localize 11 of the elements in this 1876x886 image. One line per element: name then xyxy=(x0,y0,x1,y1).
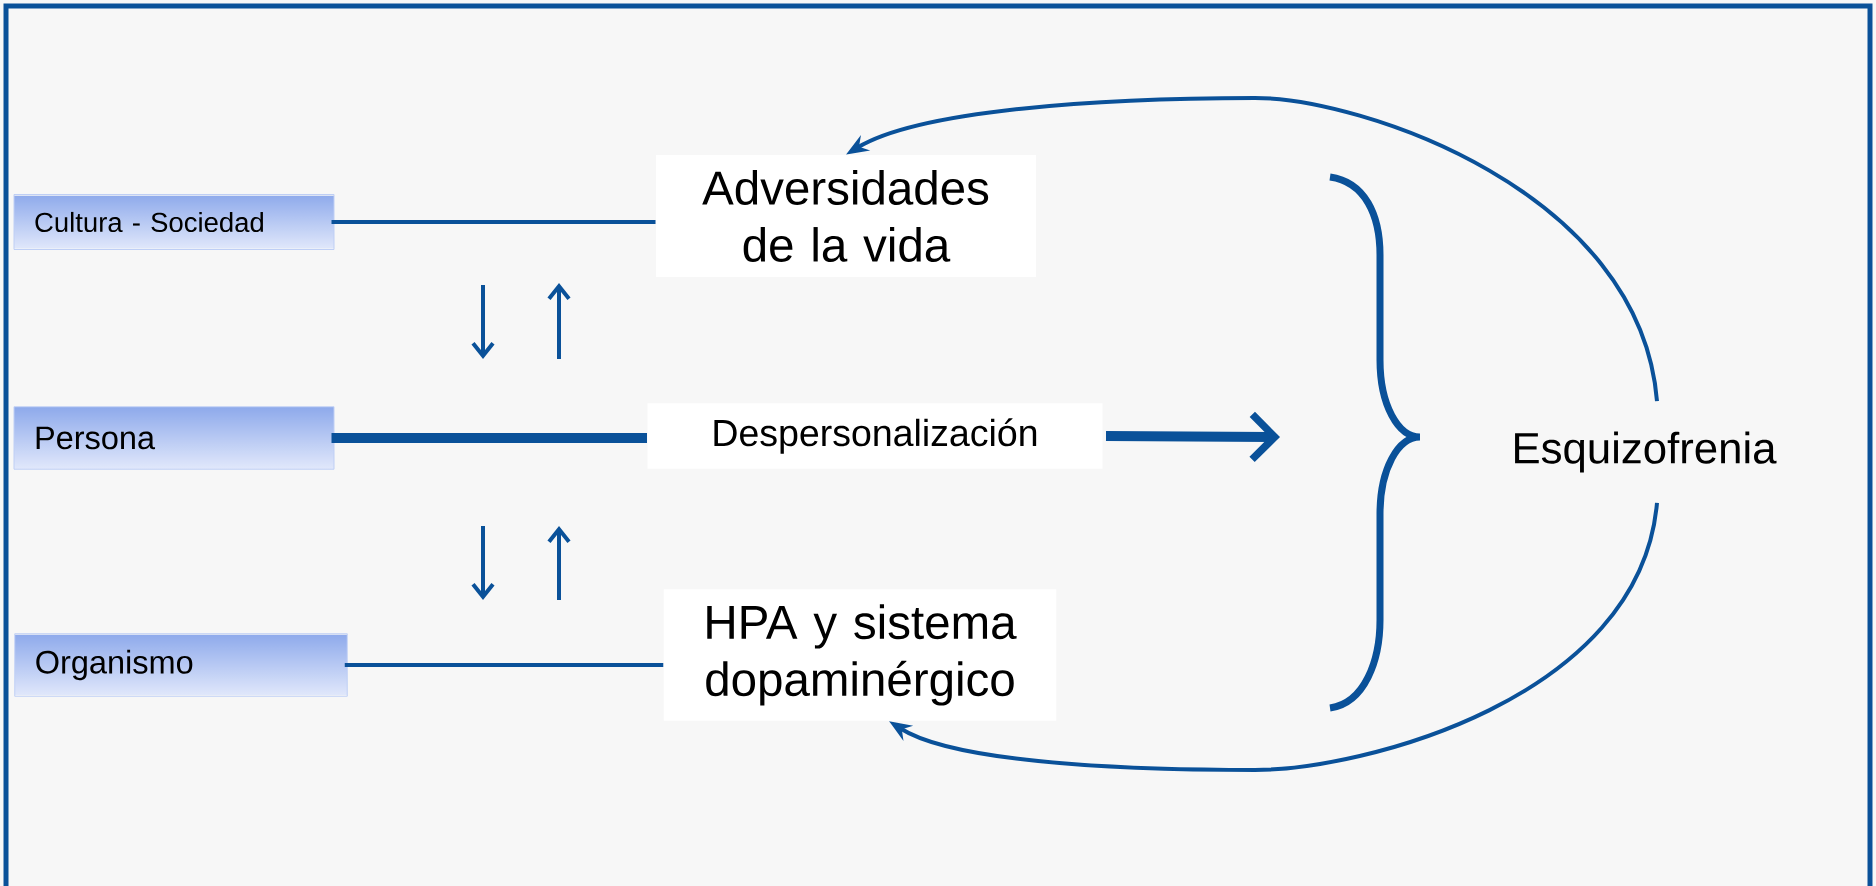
level-box: Persona xyxy=(13,406,335,470)
factor-label: Adversidades de la vida xyxy=(656,155,1036,277)
connector-line xyxy=(331,220,656,224)
connector-line xyxy=(344,663,664,667)
level-box: Cultura - Sociedad xyxy=(13,194,335,250)
factor-label: HPA y sistema dopaminérgico xyxy=(663,589,1057,721)
level-box: Organismo xyxy=(14,633,348,697)
factor-label: Despersonalización xyxy=(647,403,1103,469)
connector-line xyxy=(331,433,647,443)
outcome-label: Esquizofrenia xyxy=(1515,431,1777,473)
arrow xyxy=(1105,411,1280,462)
